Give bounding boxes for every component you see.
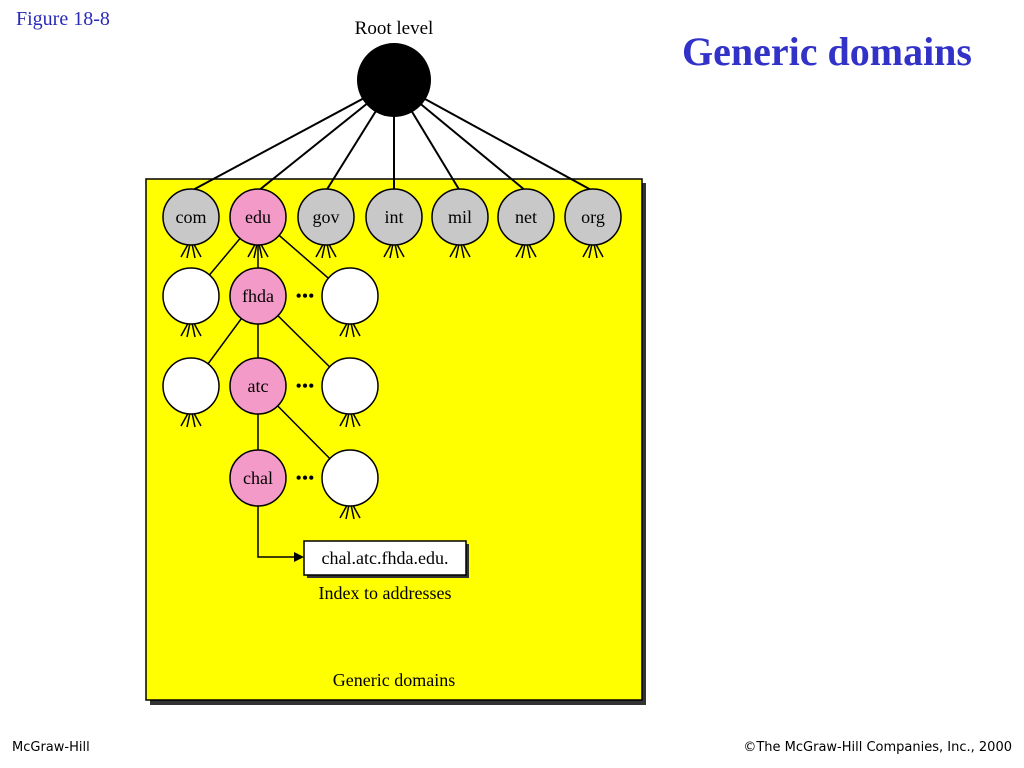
root-label: Root level bbox=[355, 18, 434, 39]
empty-node-right bbox=[321, 357, 379, 415]
tld-node-org: org bbox=[564, 188, 622, 246]
domain-nodes: com edu gov int mil net org fhda ••• atc ••• chal ••… bbox=[162, 188, 622, 520]
chain-node-fhda: fhda bbox=[229, 267, 287, 325]
tld-node-net-label: net bbox=[515, 207, 537, 227]
footer-copyright: ©The McGraw-Hill Companies, Inc., 2000 bbox=[743, 740, 1012, 755]
chain-node-atc: atc bbox=[229, 357, 287, 415]
chain-node-fhda-label: fhda bbox=[242, 286, 274, 306]
chain-node-atc-label: atc bbox=[248, 376, 269, 396]
empty-node-right bbox=[321, 449, 379, 507]
index-box-text: chal.atc.fhda.edu. bbox=[322, 548, 449, 568]
ellipsis-dots: ••• bbox=[296, 468, 315, 488]
empty-node-left bbox=[162, 357, 220, 415]
index-caption: Index to addresses bbox=[319, 583, 452, 603]
tld-node-edu: edu bbox=[229, 188, 287, 246]
tld-node-gov-label: gov bbox=[313, 207, 340, 227]
empty-node-right bbox=[321, 267, 379, 325]
ellipsis-dots: ••• bbox=[296, 286, 315, 306]
tld-node-int: int bbox=[365, 188, 423, 246]
tld-node-org-label: org bbox=[581, 207, 605, 227]
tld-node-mil-label: mil bbox=[448, 207, 472, 227]
chain-node-chal: chal bbox=[229, 449, 287, 507]
tld-node-com-label: com bbox=[176, 207, 207, 227]
tld-node-net: net bbox=[497, 188, 555, 246]
tld-node-int-label: int bbox=[384, 207, 403, 227]
footer-publisher: McGraw-Hill bbox=[12, 740, 90, 755]
box-caption: Generic domains bbox=[333, 670, 455, 690]
index-box bbox=[303, 540, 467, 576]
empty-node-left bbox=[162, 267, 220, 325]
chain-node-chal-label: chal bbox=[243, 468, 273, 488]
tld-node-gov: gov bbox=[297, 188, 355, 246]
tld-node-com: com bbox=[162, 188, 220, 246]
tld-node-edu-label: edu bbox=[245, 207, 271, 227]
tld-node-mil: mil bbox=[431, 188, 489, 246]
root-connector bbox=[190, 81, 395, 192]
root-node bbox=[357, 43, 431, 117]
generic-domains-box bbox=[145, 178, 643, 701]
slide-title: Generic domains bbox=[682, 29, 972, 74]
index-arrowhead bbox=[294, 552, 304, 562]
ellipsis-dots: ••• bbox=[296, 376, 315, 396]
figure-label: Figure 18-8 bbox=[16, 8, 110, 30]
root-connector bbox=[393, 81, 594, 192]
